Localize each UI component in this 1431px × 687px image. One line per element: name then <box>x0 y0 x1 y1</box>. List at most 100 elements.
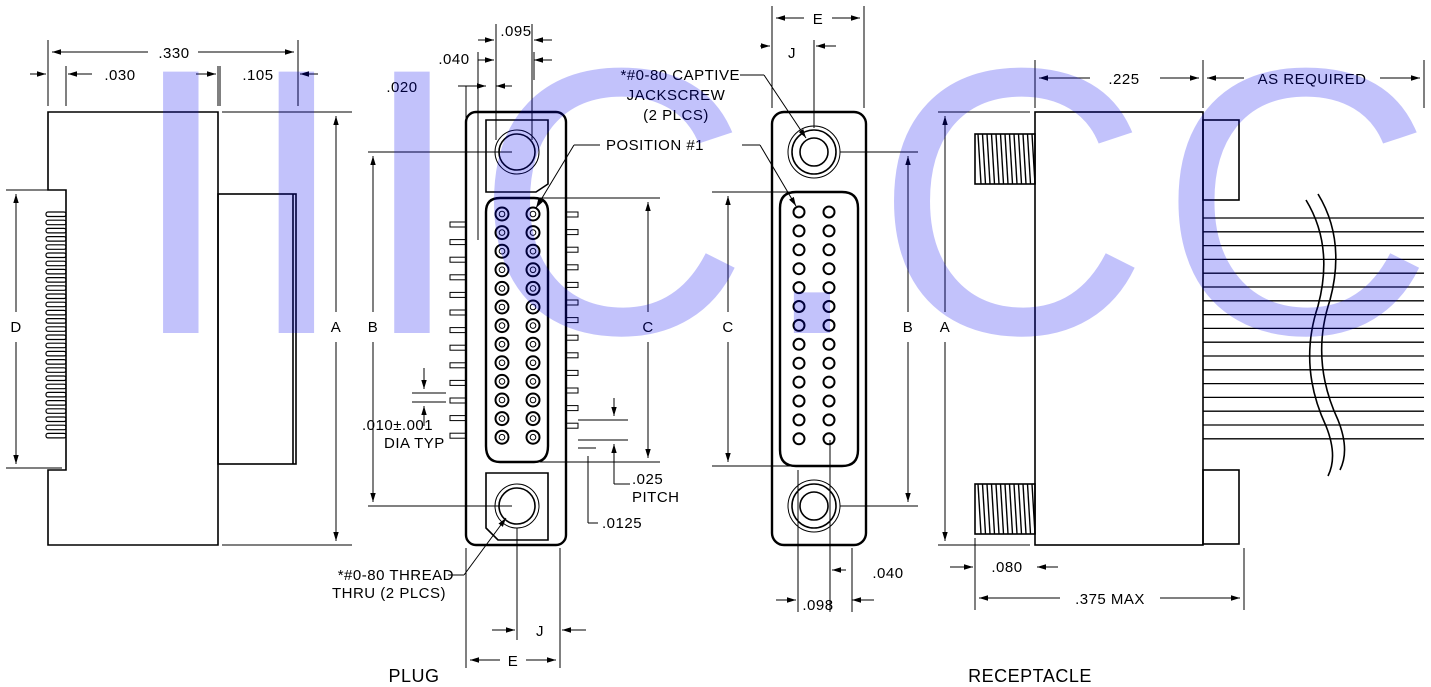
pin <box>494 411 510 427</box>
pin-tooth <box>45 236 67 242</box>
thread-line <box>1004 483 1009 535</box>
socket <box>822 375 836 389</box>
thread-line <box>1022 483 1027 535</box>
socket <box>792 432 806 446</box>
pin-tooth <box>45 301 67 308</box>
pin <box>525 206 541 222</box>
pin-tail <box>565 369 579 376</box>
pin-tooth <box>45 293 67 300</box>
pin-tail <box>565 281 579 288</box>
thread-line <box>1013 483 1018 535</box>
pin-tooth <box>45 244 67 250</box>
pin-tail <box>565 229 579 236</box>
thread-line <box>1026 483 1032 535</box>
tail-dia-typ-label: DIA TYP <box>384 435 445 452</box>
socket <box>792 262 806 276</box>
pin-tail <box>565 264 579 271</box>
dim-080-label: .080 <box>991 559 1022 576</box>
pin-tooth <box>45 367 67 373</box>
as-required-label: AS REQUIRED <box>1258 71 1367 88</box>
pin-tail <box>565 334 579 341</box>
thread-line <box>977 133 982 185</box>
socket <box>792 337 806 351</box>
thread-line <box>1017 483 1023 535</box>
dim-e-label: E <box>508 653 519 670</box>
pin-center <box>498 396 506 404</box>
pin-center <box>529 415 537 422</box>
pin-tooth <box>45 334 67 341</box>
receptacle-front-view: E J *#0-80 CAPTIVE JACKSCREW (2 PLCS) C … <box>620 6 918 614</box>
pin-center <box>498 415 506 422</box>
socket <box>792 413 806 427</box>
pin-tail <box>565 405 579 412</box>
pin <box>525 262 541 278</box>
socket <box>792 205 806 219</box>
thread-line <box>1008 483 1014 535</box>
plug-side-view: .330 .030 .105 D A <box>6 40 352 546</box>
thread-line <box>1031 133 1036 185</box>
pin-center <box>498 322 506 329</box>
pin <box>494 373 510 389</box>
pin-center <box>529 433 537 441</box>
pin-tooth <box>45 318 67 324</box>
pin-center <box>498 340 506 348</box>
socket <box>822 262 836 276</box>
pin-tooth <box>45 359 67 365</box>
pin-center <box>498 378 506 385</box>
dim-0125-label: .0125 <box>602 515 642 532</box>
pin-center <box>529 322 537 329</box>
thread-line <box>1004 133 1009 185</box>
pin-center <box>498 247 506 255</box>
dim-d-label: D <box>10 319 21 336</box>
pin-center <box>529 229 537 236</box>
thread-line <box>986 133 991 185</box>
rec-dim-j-label: J <box>788 45 796 62</box>
position-1-label: POSITION #1 <box>606 137 704 154</box>
pin-tooth <box>45 342 67 349</box>
plug-front-view: .095 .040 .020 B C POSITION #1 .010±.001… <box>332 23 704 670</box>
thread-line <box>977 483 982 535</box>
pin-center <box>529 247 537 255</box>
dim-098-label: .098 <box>802 597 833 614</box>
pin-tooth <box>45 260 67 267</box>
pin-tooth <box>45 227 67 234</box>
thread-label: *#0-80 THREAD <box>338 567 454 584</box>
thread-line <box>1031 483 1036 535</box>
socket <box>822 318 836 332</box>
pin-center <box>529 210 537 218</box>
pin-tooth <box>45 285 67 291</box>
pin-tail <box>449 397 467 404</box>
tail-dia-label: .010±.001 <box>362 417 433 434</box>
jackscrew-label: *#0-80 CAPTIVE <box>620 67 740 84</box>
pin-center <box>498 229 506 236</box>
pin-tooth <box>45 400 67 406</box>
socket <box>792 356 806 370</box>
dim-b-label: B <box>368 319 379 336</box>
pin <box>494 280 510 296</box>
pin-tooth <box>45 424 67 431</box>
pin-center <box>529 266 537 274</box>
socket <box>822 281 836 295</box>
pin-tail <box>449 256 467 263</box>
socket <box>792 243 806 257</box>
pin-tail <box>449 291 467 298</box>
pin-tooth <box>45 416 67 423</box>
pin-center <box>498 359 506 367</box>
dim-020-label: .020 <box>386 79 417 96</box>
pin-tail <box>449 415 467 422</box>
pin <box>494 243 510 259</box>
pitch-label: PITCH <box>632 489 680 506</box>
pin-tooth <box>45 309 67 316</box>
thread-line <box>995 483 1000 535</box>
pin <box>525 355 541 371</box>
thread-line <box>990 133 996 185</box>
pin-tooth <box>45 326 67 332</box>
pin-tail <box>449 274 467 281</box>
pin-tooth <box>45 350 67 357</box>
pin <box>525 299 541 315</box>
pin-center <box>529 340 537 348</box>
pin <box>494 225 510 241</box>
pin-tooth <box>45 391 67 398</box>
pin-tooth <box>45 268 67 275</box>
